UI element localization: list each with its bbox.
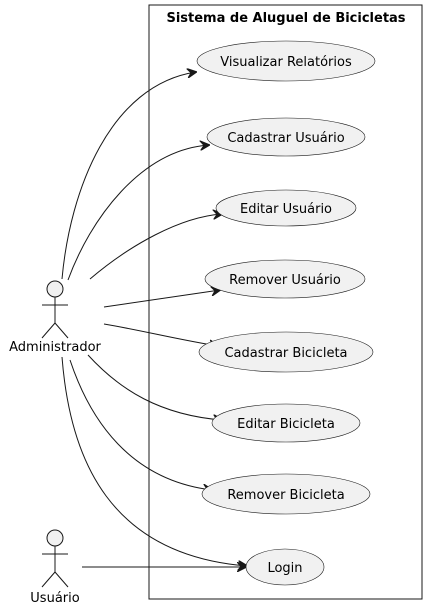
use-case-editar-usuario[interactable]: Editar Usuário bbox=[215, 189, 357, 227]
use-case-label: Login bbox=[267, 561, 302, 576]
use-case-remover-bicicleta[interactable]: Remover Bicicleta bbox=[201, 473, 371, 515]
actor-stick-figure-icon bbox=[41, 280, 69, 339]
use-case-label: Editar Bicicleta bbox=[237, 417, 335, 432]
actor-label: Administrador bbox=[9, 340, 101, 355]
actor-usuario[interactable]: Usuário bbox=[30, 529, 80, 606]
use-case-label: Editar Usuário bbox=[240, 202, 332, 217]
edge-admin-uc2 bbox=[67, 145, 209, 281]
edge-admin-uc6 bbox=[87, 354, 222, 420]
use-case-visualizar-relatorios[interactable]: Visualizar Relatórios bbox=[196, 40, 376, 82]
use-case-remover-usuario[interactable]: Remover Usuário bbox=[204, 259, 366, 299]
associations bbox=[61, 72, 247, 567]
use-case-label: Cadastrar Bicicleta bbox=[224, 346, 347, 361]
actor-administrador[interactable]: Administrador bbox=[9, 280, 102, 355]
edge-admin-uc3 bbox=[89, 214, 222, 280]
edge-admin-uc1 bbox=[61, 72, 196, 280]
edge-admin-uc8 bbox=[61, 356, 247, 566]
edge-admin-uc7 bbox=[69, 359, 212, 490]
use-case-cadastrar-usuario[interactable]: Cadastrar Usuário bbox=[206, 117, 366, 157]
use-case-label: Remover Bicicleta bbox=[227, 488, 344, 503]
actor-stick-figure-icon bbox=[41, 529, 69, 588]
system-boundary: Sistema de Aluguel de Bicicletas bbox=[148, 4, 423, 600]
use-case-label: Visualizar Relatórios bbox=[220, 55, 352, 70]
use-case-editar-bicicleta[interactable]: Editar Bicicleta bbox=[211, 403, 361, 443]
edge-admin-uc5 bbox=[103, 323, 218, 346]
system-title: Sistema de Aluguel de Bicicletas bbox=[166, 11, 405, 26]
use-case-cadastrar-bicicleta[interactable]: Cadastrar Bicicleta bbox=[198, 331, 374, 373]
use-case-label: Cadastrar Usuário bbox=[227, 131, 344, 146]
use-case-login[interactable]: Login bbox=[245, 548, 325, 586]
edge-admin-uc4 bbox=[103, 290, 220, 308]
actor-label: Usuário bbox=[30, 591, 79, 606]
use-case-label: Remover Usuário bbox=[229, 273, 341, 288]
